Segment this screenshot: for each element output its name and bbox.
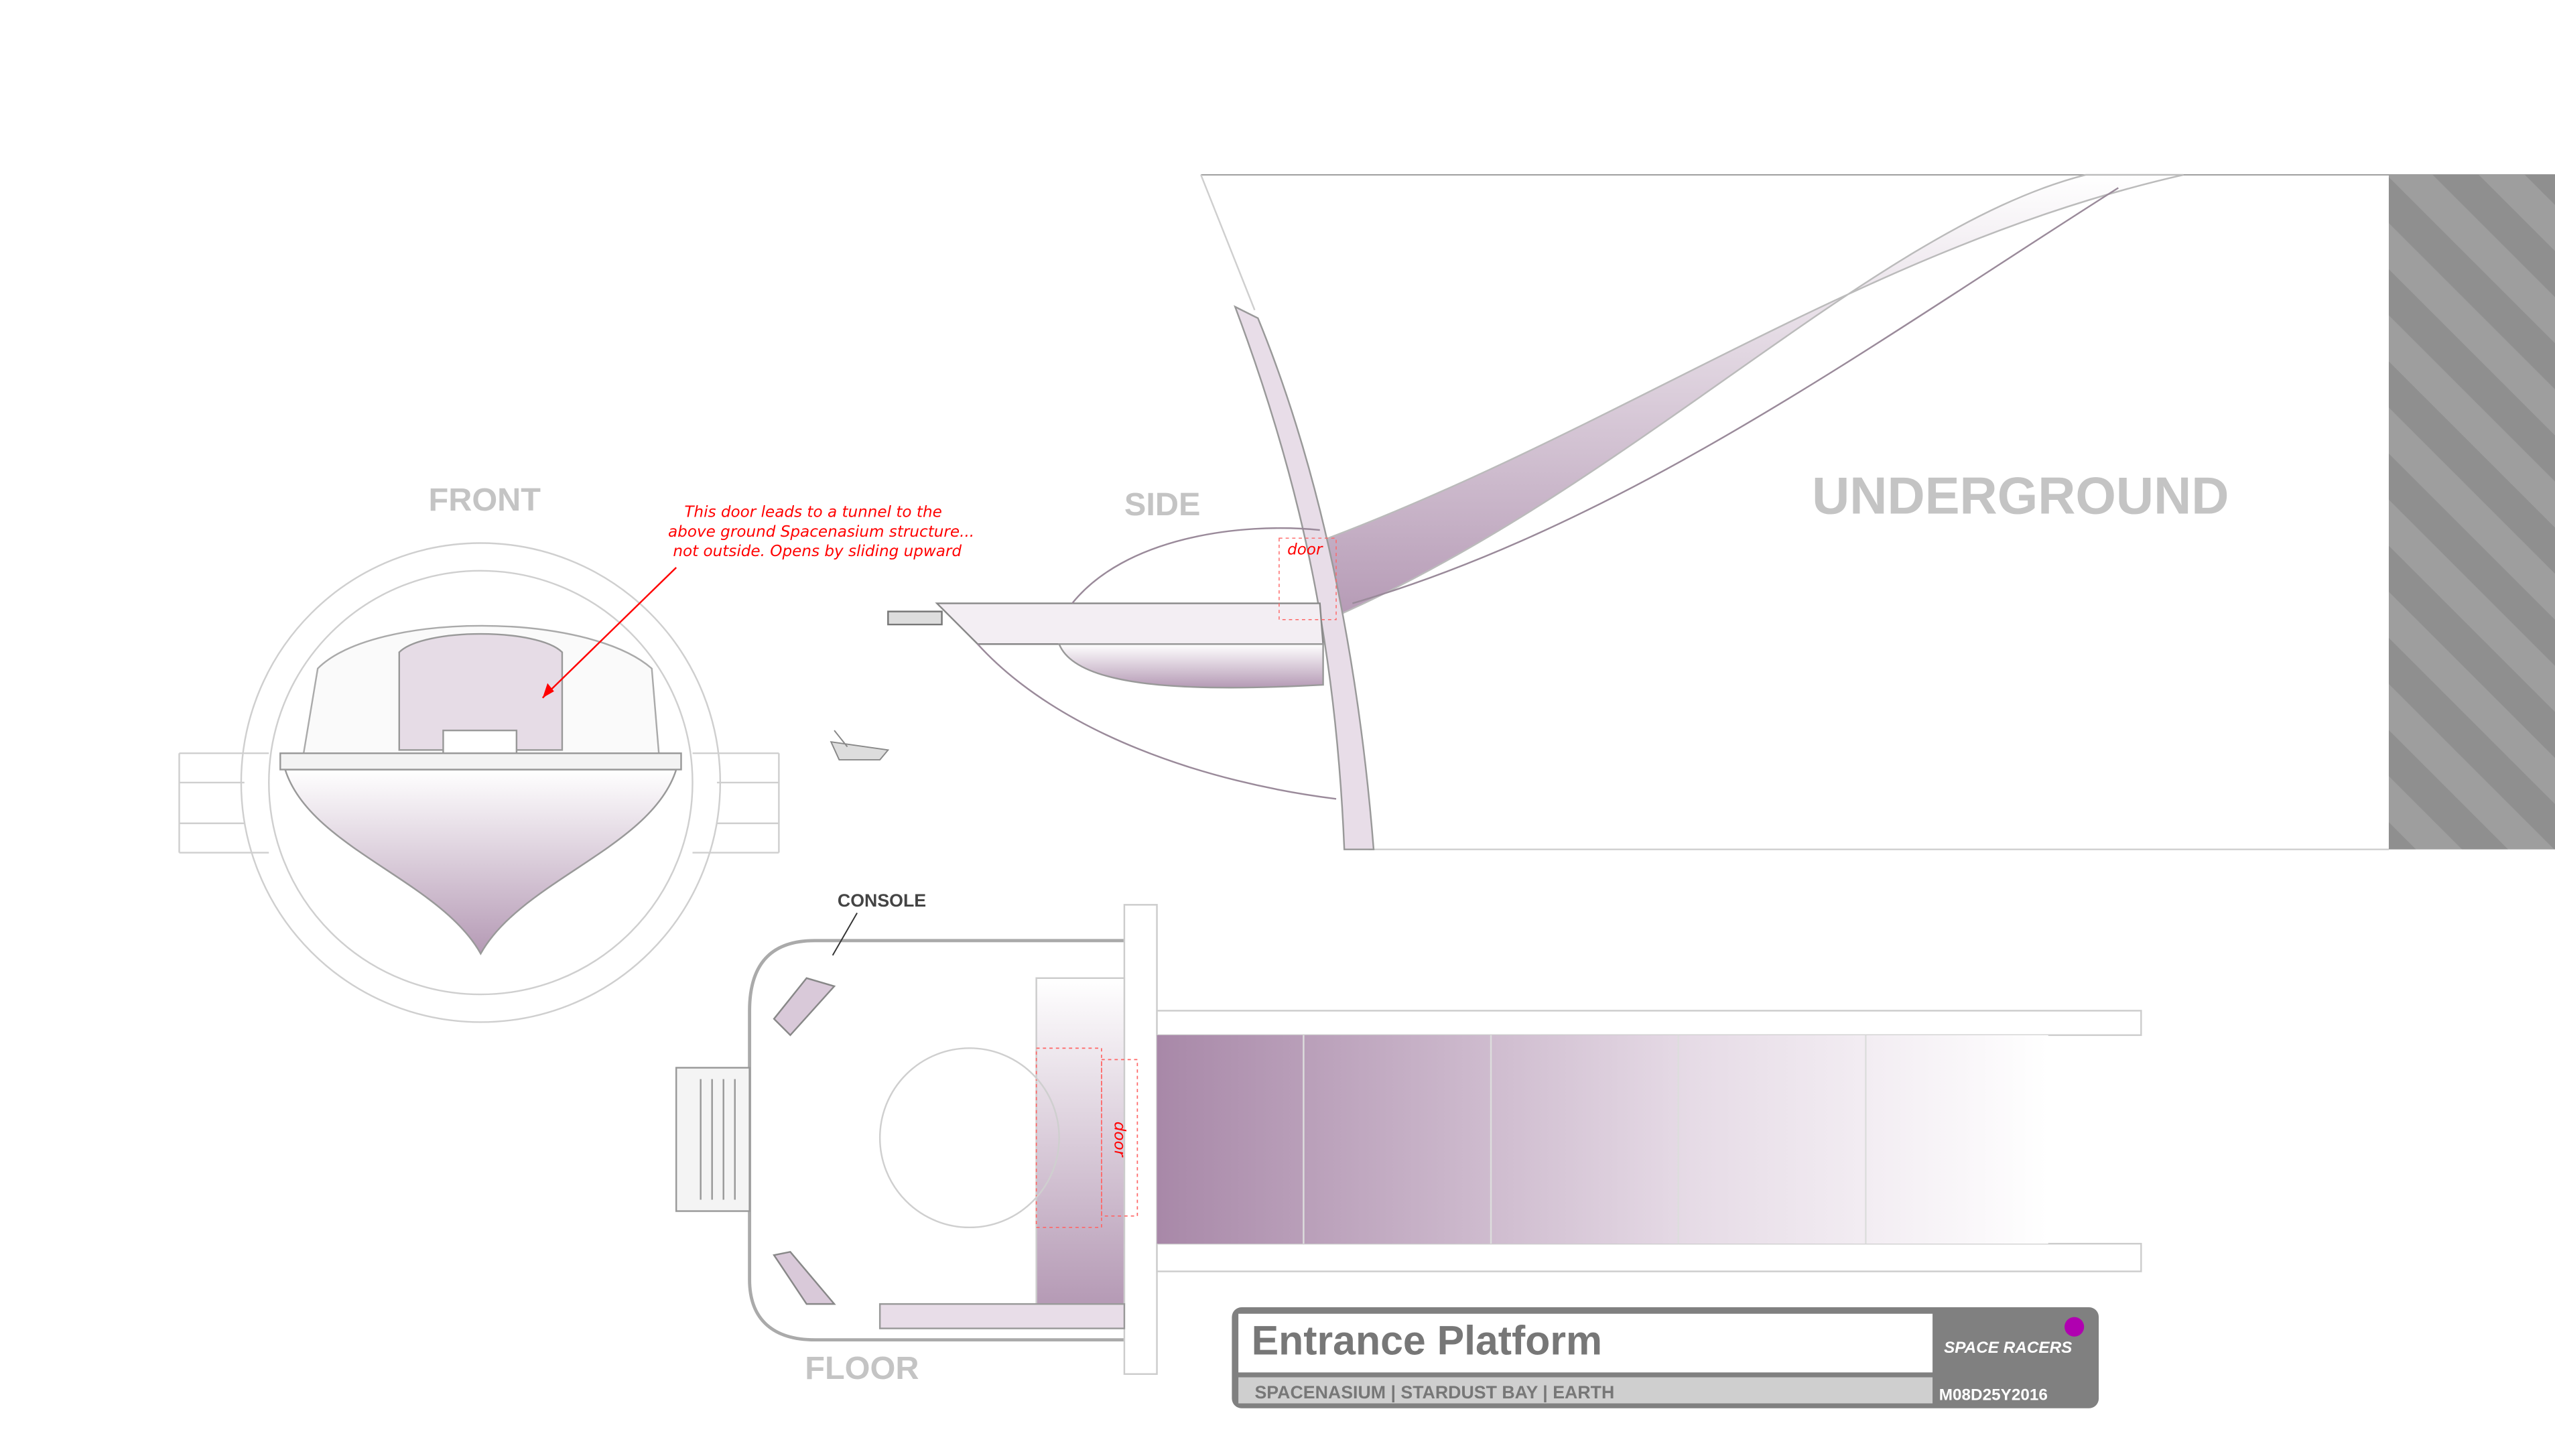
tunnel-floor [1157,1035,2048,1244]
hatched-wall [2388,174,2555,850]
platform-deck [935,602,1324,645]
front-door [398,633,564,751]
annotation-line-3: not outside. Opens by sliding upward [673,543,962,560]
side-door-label: door [1287,541,1323,559]
front-view: FRONT [178,482,780,1023]
spaceship-icon [830,730,890,760]
front-hull [283,769,677,955]
side-label: SIDE [1124,486,1201,523]
floor-door-label: door [1110,1122,1128,1158]
date-text: M08D25Y2016 [1939,1386,2048,1404]
subtitle-text: SPACENASIUM | STARDUST BAY | EARTH [1254,1382,1614,1402]
side-view: door SIDE UNDERGROUND [887,174,2555,850]
upper-railing-arc [1071,527,1320,604]
floor-label: FLOOR [805,1350,919,1386]
space-racers-logo: SPACE RACERS [1944,1339,2072,1357]
tunnel-ramp [1327,174,2184,621]
annotation-line-1: This door leads to a tunnel to the [684,504,941,521]
annotation-arrow [541,567,677,699]
accent-dot [2065,1317,2085,1337]
title-text: Entrance Platform [1252,1318,1603,1364]
underground-label: UNDERGROUND [1812,468,2229,525]
lower-support-arc [977,643,1337,800]
title-block: Entrance Platform SPACENASIUM | STARDUST… [1232,1307,2099,1408]
floor-view: door CONSOLE FLOOR [675,890,2142,1386]
front-label: FRONT [429,482,541,518]
annotation-line-2: above ground Spacenasium structure... [668,523,974,541]
floor-stairs [675,1067,750,1212]
console-bottom [773,1250,836,1305]
door-annotation: This door leads to a tunnel to the above… [541,504,974,699]
console-label: CONSOLE [838,890,926,911]
console-top [773,977,836,1037]
side-wall-blade [1234,305,1375,850]
